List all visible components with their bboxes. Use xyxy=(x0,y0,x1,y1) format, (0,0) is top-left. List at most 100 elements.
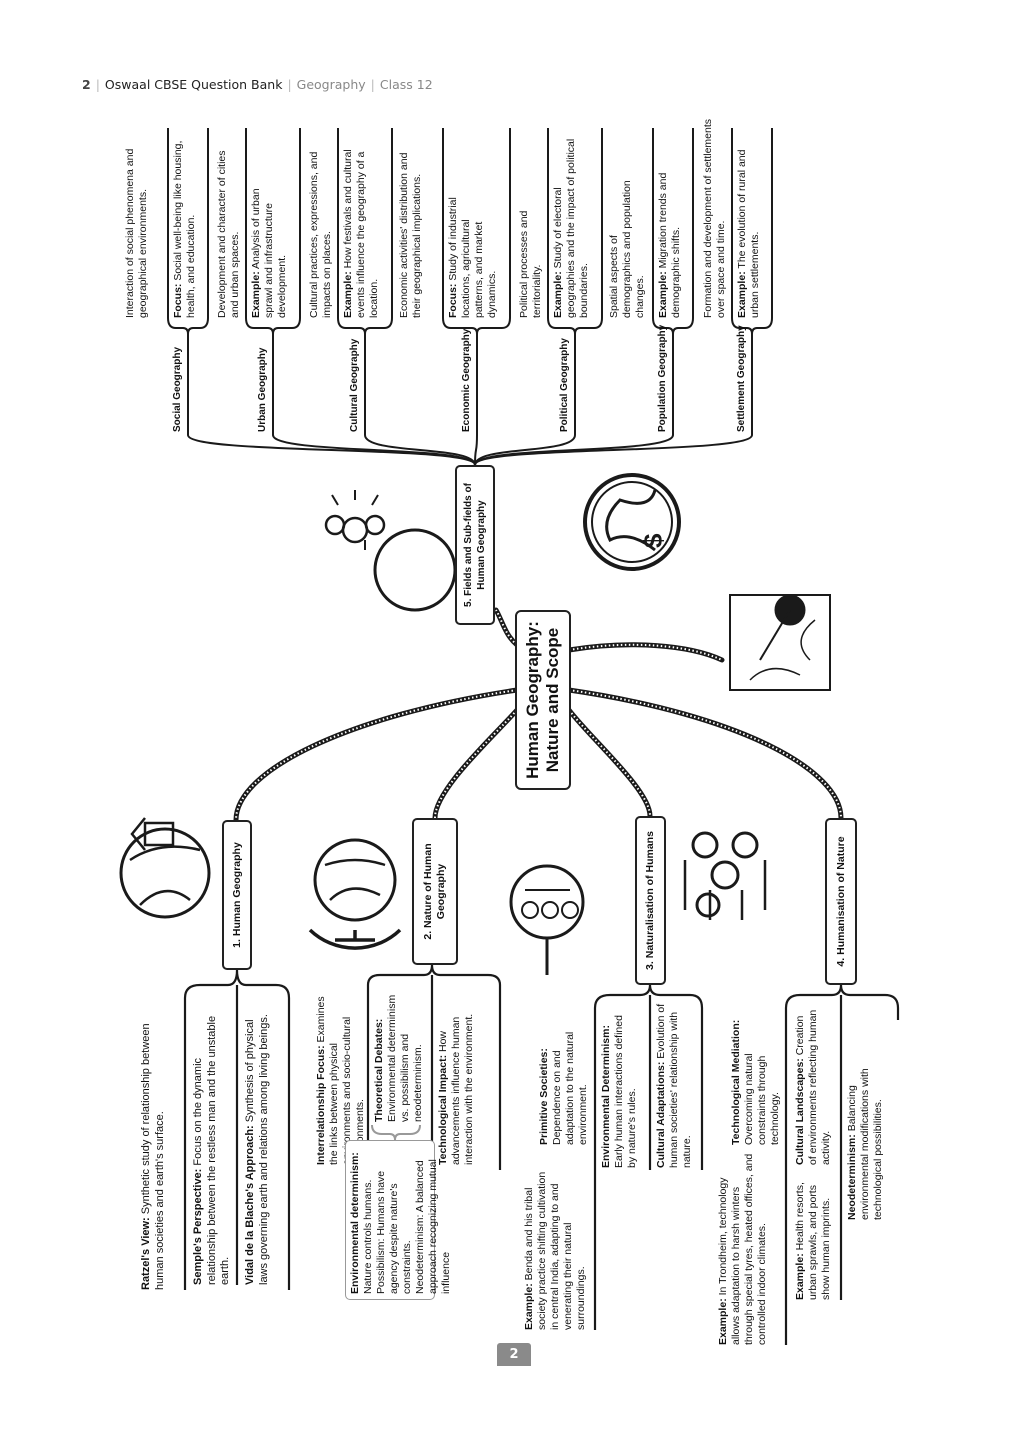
node-nature-of-human-geography: 2. Nature of Human Geography xyxy=(412,818,458,965)
note-text: Nature controls humans. xyxy=(362,1179,374,1294)
description-text: Economic activities' distribution and th… xyxy=(398,152,423,318)
description-text: Formation and development of settlements… xyxy=(702,118,727,318)
page-number-badge: 2 xyxy=(497,1343,531,1366)
subfield-settlement-geography: Settlement Geography xyxy=(736,325,747,432)
subfield-description: Economic activities' distribution and th… xyxy=(398,138,424,318)
branch-3-item: Environmental Determinism: Early human i… xyxy=(600,1003,639,1168)
node-naturalisation-of-humans: 3. Naturalisation of Humans xyxy=(635,816,666,985)
note-line: Environmental determinism: Nature contro… xyxy=(349,1146,375,1294)
item-label: Example: xyxy=(717,1298,729,1345)
detail-label: Example: xyxy=(657,271,669,318)
subfield-detail: Focus: Social well-being like housing, h… xyxy=(172,128,198,318)
brace-branch-4 xyxy=(784,984,900,1345)
header-separator: | xyxy=(370,77,375,92)
subfield-detail: Example: Analysis of urban sprawl and in… xyxy=(250,168,289,318)
branch-4-item: Neodeterminism: Balancing environmental … xyxy=(846,1020,885,1220)
subfield-detail: Example: The evolution of rural and urba… xyxy=(736,128,762,319)
item-label: Ratzel's View: xyxy=(140,1217,152,1290)
subfield-brace xyxy=(337,128,393,335)
curve-to-branch-1 xyxy=(233,687,520,823)
note-line: Possibilism: Humans have agency despite … xyxy=(375,1170,413,1294)
item-label: Example: xyxy=(523,1283,535,1330)
description-text: Political processes and territoriality. xyxy=(518,210,543,318)
item-label: Semple's Perspective: xyxy=(192,1168,204,1285)
detail-label: Example: xyxy=(552,271,564,318)
fan-connector xyxy=(474,334,753,466)
subfield-brace xyxy=(652,128,694,335)
subfield-detail: Example: How festivals and cultural even… xyxy=(342,148,381,318)
subfield-social-geography: Social Geography xyxy=(172,346,183,432)
branch-4-item: Technological Mediation: Overcoming natu… xyxy=(730,1005,782,1145)
branch-1-item: Ratzel's View: Synthetic study of relati… xyxy=(140,1005,167,1290)
description-text: Cultural practices, expressions, and imp… xyxy=(308,151,333,318)
branch-3-example: Example: Benda and his tribal society pr… xyxy=(523,1170,588,1330)
header-class: Class 12 xyxy=(379,77,433,92)
subfield-urban-geography: Urban Geography xyxy=(257,347,268,432)
item-label: Theoretical Debates: xyxy=(373,1018,385,1122)
branch-4-example: Example: Health resorts, urban sprawls, … xyxy=(794,1170,833,1300)
detail-label: Example: xyxy=(250,271,262,318)
node-human-geography: 1. Human Geography xyxy=(222,820,252,970)
item-label: Cultural Landscapes: xyxy=(794,1058,806,1165)
header-separator: | xyxy=(287,77,292,92)
brace-branch-1 xyxy=(183,969,291,1290)
description-text: Development and character of cities and … xyxy=(216,150,241,318)
item-text: Environmental determinism vs. possibilis… xyxy=(386,994,424,1122)
brace-branch-3 xyxy=(593,984,704,1330)
branch-3-item: Primitive Societies: Dependence on and a… xyxy=(538,1005,590,1145)
branch-2-item: Technological Impact: How advancements i… xyxy=(437,985,476,1165)
theoretical-debates-note: Environmental determinism: Nature contro… xyxy=(345,1140,452,1300)
subfield-political-geography: Political Geography xyxy=(559,338,570,432)
detail-label: Focus: xyxy=(172,283,184,318)
curve-to-fields xyxy=(493,607,520,648)
node-humanisation-of-nature: 4. Humanisation of Nature xyxy=(825,818,857,985)
subfield-economic-geography: Economic Geography xyxy=(461,328,472,432)
location-pin-people-icon xyxy=(509,864,585,975)
fan-connector xyxy=(272,334,476,466)
brace-branch-2 xyxy=(366,964,502,1170)
svg-text:$: $ xyxy=(638,533,668,548)
branch-braces xyxy=(183,964,900,1345)
subfield-description: Spatial aspects of demographics and popu… xyxy=(608,173,647,318)
branch-2-item: Theoretical Debates: Environmental deter… xyxy=(373,982,425,1122)
subfield-description: Development and character of cities and … xyxy=(216,133,242,318)
item-label: Primitive Societies: xyxy=(538,1048,550,1145)
item-label: Vidal de la Blache's Approach: xyxy=(244,1125,256,1285)
curve-to-branch-2 xyxy=(432,707,520,821)
people-globe-icon xyxy=(324,490,457,612)
subfield-detail: Focus: Study of industrial locations, ag… xyxy=(447,183,499,318)
note-line: Neodeterminism: A balanced approach reco… xyxy=(414,1159,452,1294)
header-subject: Geography xyxy=(296,77,366,92)
branch-1-item: Vidal de la Blache's Approach: Synthesis… xyxy=(244,1000,271,1285)
branch-1-item: Semple's Perspective: Focus on the dynam… xyxy=(192,1000,233,1285)
item-label: Example: xyxy=(794,1253,806,1300)
branch-2-item: Interrelationship Focus: Examines the li… xyxy=(315,990,367,1165)
people-group-icon xyxy=(683,831,767,920)
subfield-brace xyxy=(245,128,301,335)
note-label: Environmental determinism: xyxy=(349,1152,361,1294)
icons: $ xyxy=(119,473,831,975)
subfield-detail: Example: Study of electoral geographies … xyxy=(552,133,591,318)
curve-hatching xyxy=(235,609,842,821)
subfield-description: Political processes and territoriality. xyxy=(518,168,544,318)
earth-currency-icon: $ xyxy=(583,473,681,571)
branch-4-example: Example: In Trondheim, technology allows… xyxy=(717,1150,769,1345)
subfield-description: Cultural practices, expressions, and imp… xyxy=(308,128,334,318)
subfield-detail: Example: Migration trends and demographi… xyxy=(657,148,683,318)
item-label: Cultural Adaptations: xyxy=(655,1061,667,1168)
running-header: 2|Oswaal CBSE Question Bank|Geography|Cl… xyxy=(82,77,433,92)
description-text: Interaction of social phenomena and geog… xyxy=(124,148,149,318)
header-book-title: Oswaal CBSE Question Bank xyxy=(104,77,283,92)
subfield-population-geography: Population Geography xyxy=(657,324,668,432)
item-text: Dependence on and adaptation to the natu… xyxy=(551,1031,589,1145)
mind-map-connectors: $ xyxy=(119,128,900,1345)
globe-stand-icon xyxy=(308,838,402,950)
branch-4-item: Cultural Landscapes: Creation of environ… xyxy=(794,1005,833,1165)
fields-fan-lines xyxy=(167,128,773,466)
subfield-description: Interaction of social phenomena and geog… xyxy=(124,133,150,318)
header-separator: | xyxy=(95,77,100,92)
gray-brace xyxy=(371,1124,421,1141)
subfield-cultural-geography: Cultural Geography xyxy=(349,338,360,432)
fan-connector xyxy=(364,334,476,466)
globe-house-icon xyxy=(119,817,211,919)
